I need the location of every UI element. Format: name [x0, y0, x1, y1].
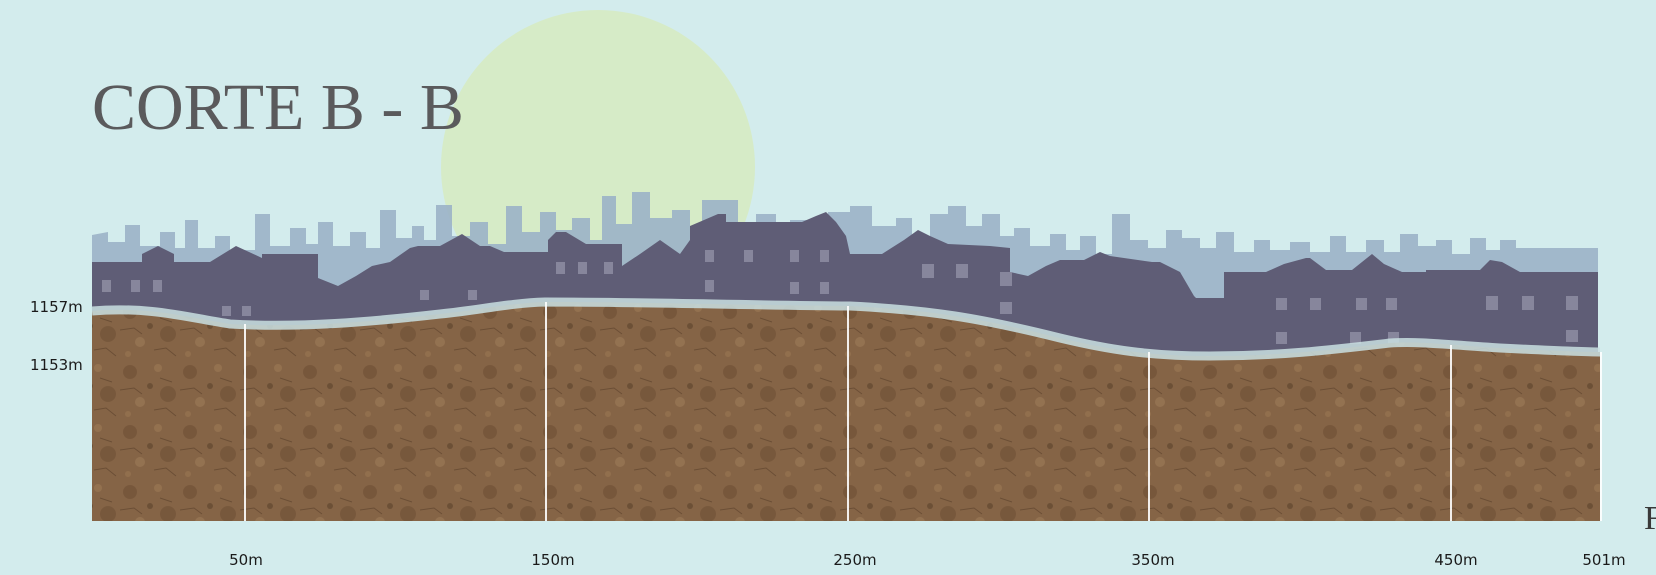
distance-label-50m: 50m — [229, 551, 263, 569]
terrain-surface-line — [91, 297, 1601, 361]
distance-label-450m: 450m — [1434, 551, 1478, 569]
house-windows — [102, 250, 1578, 344]
distance-label-350m: 350m — [1131, 551, 1175, 569]
distance-gridlines — [244, 302, 1602, 521]
section-title: CORTE B - B — [92, 71, 464, 144]
elevation-label-1153: 1153m — [30, 356, 83, 374]
distance-label-501m: 501m — [1582, 551, 1626, 569]
elevation-label-1157: 1157m — [30, 298, 83, 316]
edge-cut-glyph: F — [1644, 500, 1656, 537]
distance-label-150m: 150m — [531, 551, 575, 569]
distance-label-250m: 250m — [833, 551, 877, 569]
